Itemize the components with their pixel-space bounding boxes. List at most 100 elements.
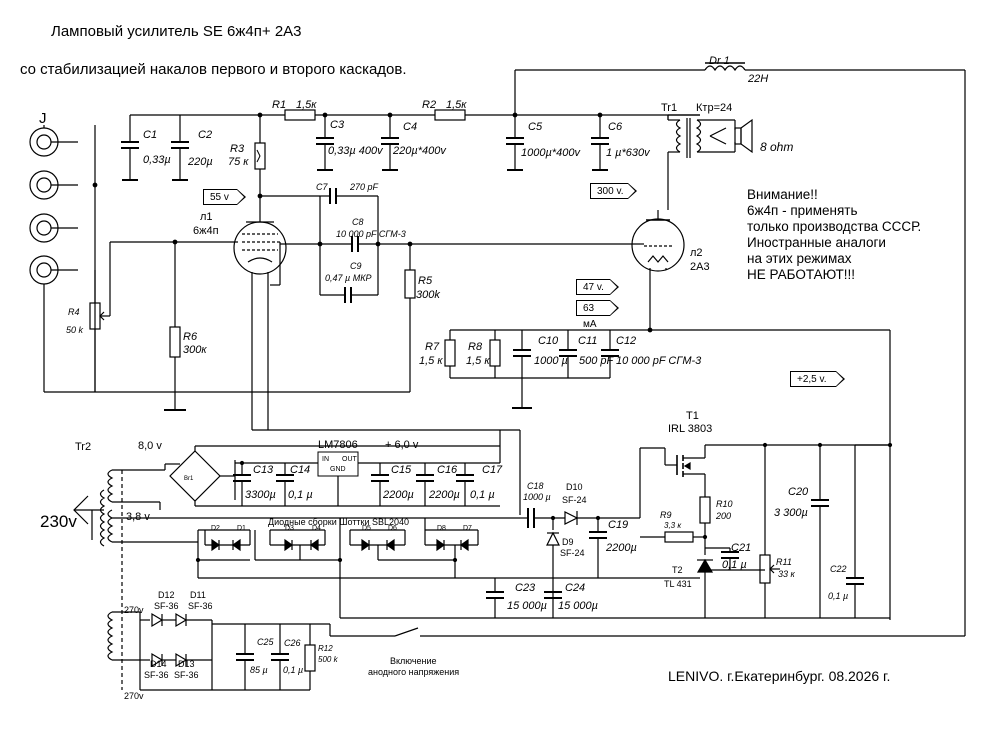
c10-value: 1000 µ: [534, 355, 568, 367]
tube-l1: [233, 213, 287, 430]
r5-value: 300k: [416, 289, 440, 301]
d11-value: SF-36: [188, 601, 213, 611]
c21-label: C21: [731, 542, 752, 554]
r11-label: R11: [776, 557, 792, 567]
c11-value: 500 pF: [579, 355, 614, 367]
c16-label: C16: [437, 464, 458, 476]
r3-value: 75 к: [228, 156, 249, 168]
mains-voltage: 230v: [40, 512, 77, 531]
c8-label: C8: [352, 217, 364, 227]
r4-label: R4: [68, 307, 80, 317]
r1-value: 1,5к: [296, 99, 317, 111]
r9-value: 3,3 к: [664, 521, 682, 530]
c18-value: 1000 µ: [523, 492, 551, 502]
c12-value: 10 000 pF СГМ-3: [616, 355, 702, 367]
schottky-pair-1: [204, 530, 251, 552]
c7-label: C7: [316, 182, 328, 192]
tr1-label: Tr1: [661, 102, 678, 114]
c25-label: C25: [257, 637, 274, 647]
c25-value: 85 µ: [250, 665, 268, 675]
c23-label: C23: [515, 582, 536, 594]
c24-label: C24: [565, 582, 586, 594]
title-line-2: со стабилизацией накалов первого и второ…: [20, 61, 407, 78]
d11-label: D11: [190, 590, 206, 600]
d3-label: D3: [285, 525, 294, 532]
c16-value: 2200µ: [429, 489, 460, 501]
d5-label: D5: [362, 525, 371, 532]
input-connector-label: J: [39, 110, 47, 127]
c21-value: 0,1 µ: [722, 559, 747, 571]
c3-label: C3: [330, 119, 345, 131]
r2-value: 1,5к: [446, 99, 467, 111]
r8-value: 1,5 к: [466, 355, 490, 367]
r4-value: 50 k: [66, 325, 84, 335]
c20-value: 3 300µ: [774, 507, 808, 519]
d9-value: SF-24: [560, 548, 585, 558]
c5-value: 1000µ*400v: [521, 147, 580, 159]
c13-value: 3300µ: [245, 489, 276, 501]
lm7806-output-voltage: + 6,0 v: [385, 439, 419, 451]
tr2-270v-a: 270v: [124, 605, 144, 615]
footer-credit: LENIVO. г.Екатеринбург. 08.2026 г.: [668, 668, 891, 684]
r8-label: R8: [468, 341, 483, 353]
tr2-270v-b: 270v: [124, 691, 144, 701]
d14-label: D14: [150, 659, 167, 669]
c14-label: C14: [290, 464, 311, 476]
c6-label: C6: [608, 121, 623, 133]
warning-note: Внимание!! 6ж4п - применять только произ…: [747, 187, 922, 282]
r6-label: R6: [183, 331, 198, 343]
r5-label: R5: [418, 275, 433, 287]
tag-2-5v: +2,5 v.: [790, 371, 845, 387]
d8-label: D8: [437, 525, 446, 532]
c11-label: C11: [578, 335, 598, 347]
l1-label: л1: [200, 211, 213, 223]
c1-label: C1: [143, 129, 158, 141]
l2-label: л2: [690, 247, 703, 259]
r6-value: 300к: [183, 344, 207, 356]
c2-label: C2: [198, 129, 213, 141]
c2-value: 220µ: [188, 156, 213, 168]
r3-label: R3: [230, 143, 245, 155]
c12-label: C12: [616, 335, 637, 347]
r12-value: 500 k: [318, 655, 338, 664]
r7-label: R7: [425, 341, 440, 353]
c3-value: 0,33µ 400v: [328, 145, 383, 157]
c23-value: 15 000µ: [507, 600, 547, 612]
tr2-8v: 8,0 v: [138, 440, 162, 452]
r11-value: 33 к: [778, 569, 795, 579]
lm7806-label: LM7806: [318, 439, 358, 451]
c17-value: 0,1 µ: [470, 489, 495, 501]
t2-value: TL 431: [664, 579, 692, 589]
d9-label: D9: [562, 537, 574, 547]
t1-label: T1: [686, 410, 699, 422]
d6-label: D6: [388, 525, 397, 532]
tag-63ma: 63 мА: [576, 300, 619, 330]
schottky-pair-4: [424, 529, 479, 552]
tube-l2: [631, 210, 685, 330]
d12-value: SF-36: [154, 601, 179, 611]
c19-label: C19: [608, 519, 629, 531]
r10-label: R10: [716, 499, 733, 509]
tr2-label: Tr2: [75, 441, 92, 453]
c9-value: 0,47 µ МКР: [325, 273, 372, 283]
switch-label-1: Включение: [390, 656, 437, 666]
d14-value: SF-36: [144, 670, 169, 680]
c26-label: C26: [284, 638, 301, 648]
c7-value: 270 pF: [350, 182, 379, 192]
lm7806-out: OUT: [342, 456, 357, 463]
dr1-value: 22H: [748, 73, 769, 85]
svg-text:Br1: Br1: [184, 476, 194, 482]
c26-value: 0,1 µ: [283, 665, 304, 675]
c9-label: C9: [350, 261, 362, 271]
lm7806-in: IN: [322, 456, 329, 463]
input-connectors: [29, 125, 78, 392]
t1-value: IRL 3803: [668, 423, 713, 435]
l2-value: 2А3: [690, 261, 710, 273]
d10-value: SF-24: [562, 495, 587, 505]
r9-label: R9: [660, 510, 672, 520]
c10-label: C10: [538, 335, 559, 347]
title-line-1: Ламповый усилитель SE 6ж4п+ 2А3: [51, 23, 302, 40]
c8-value: 10 000 pF СГМ-3: [336, 229, 406, 239]
c6-value: 1 µ*630v: [606, 147, 650, 159]
